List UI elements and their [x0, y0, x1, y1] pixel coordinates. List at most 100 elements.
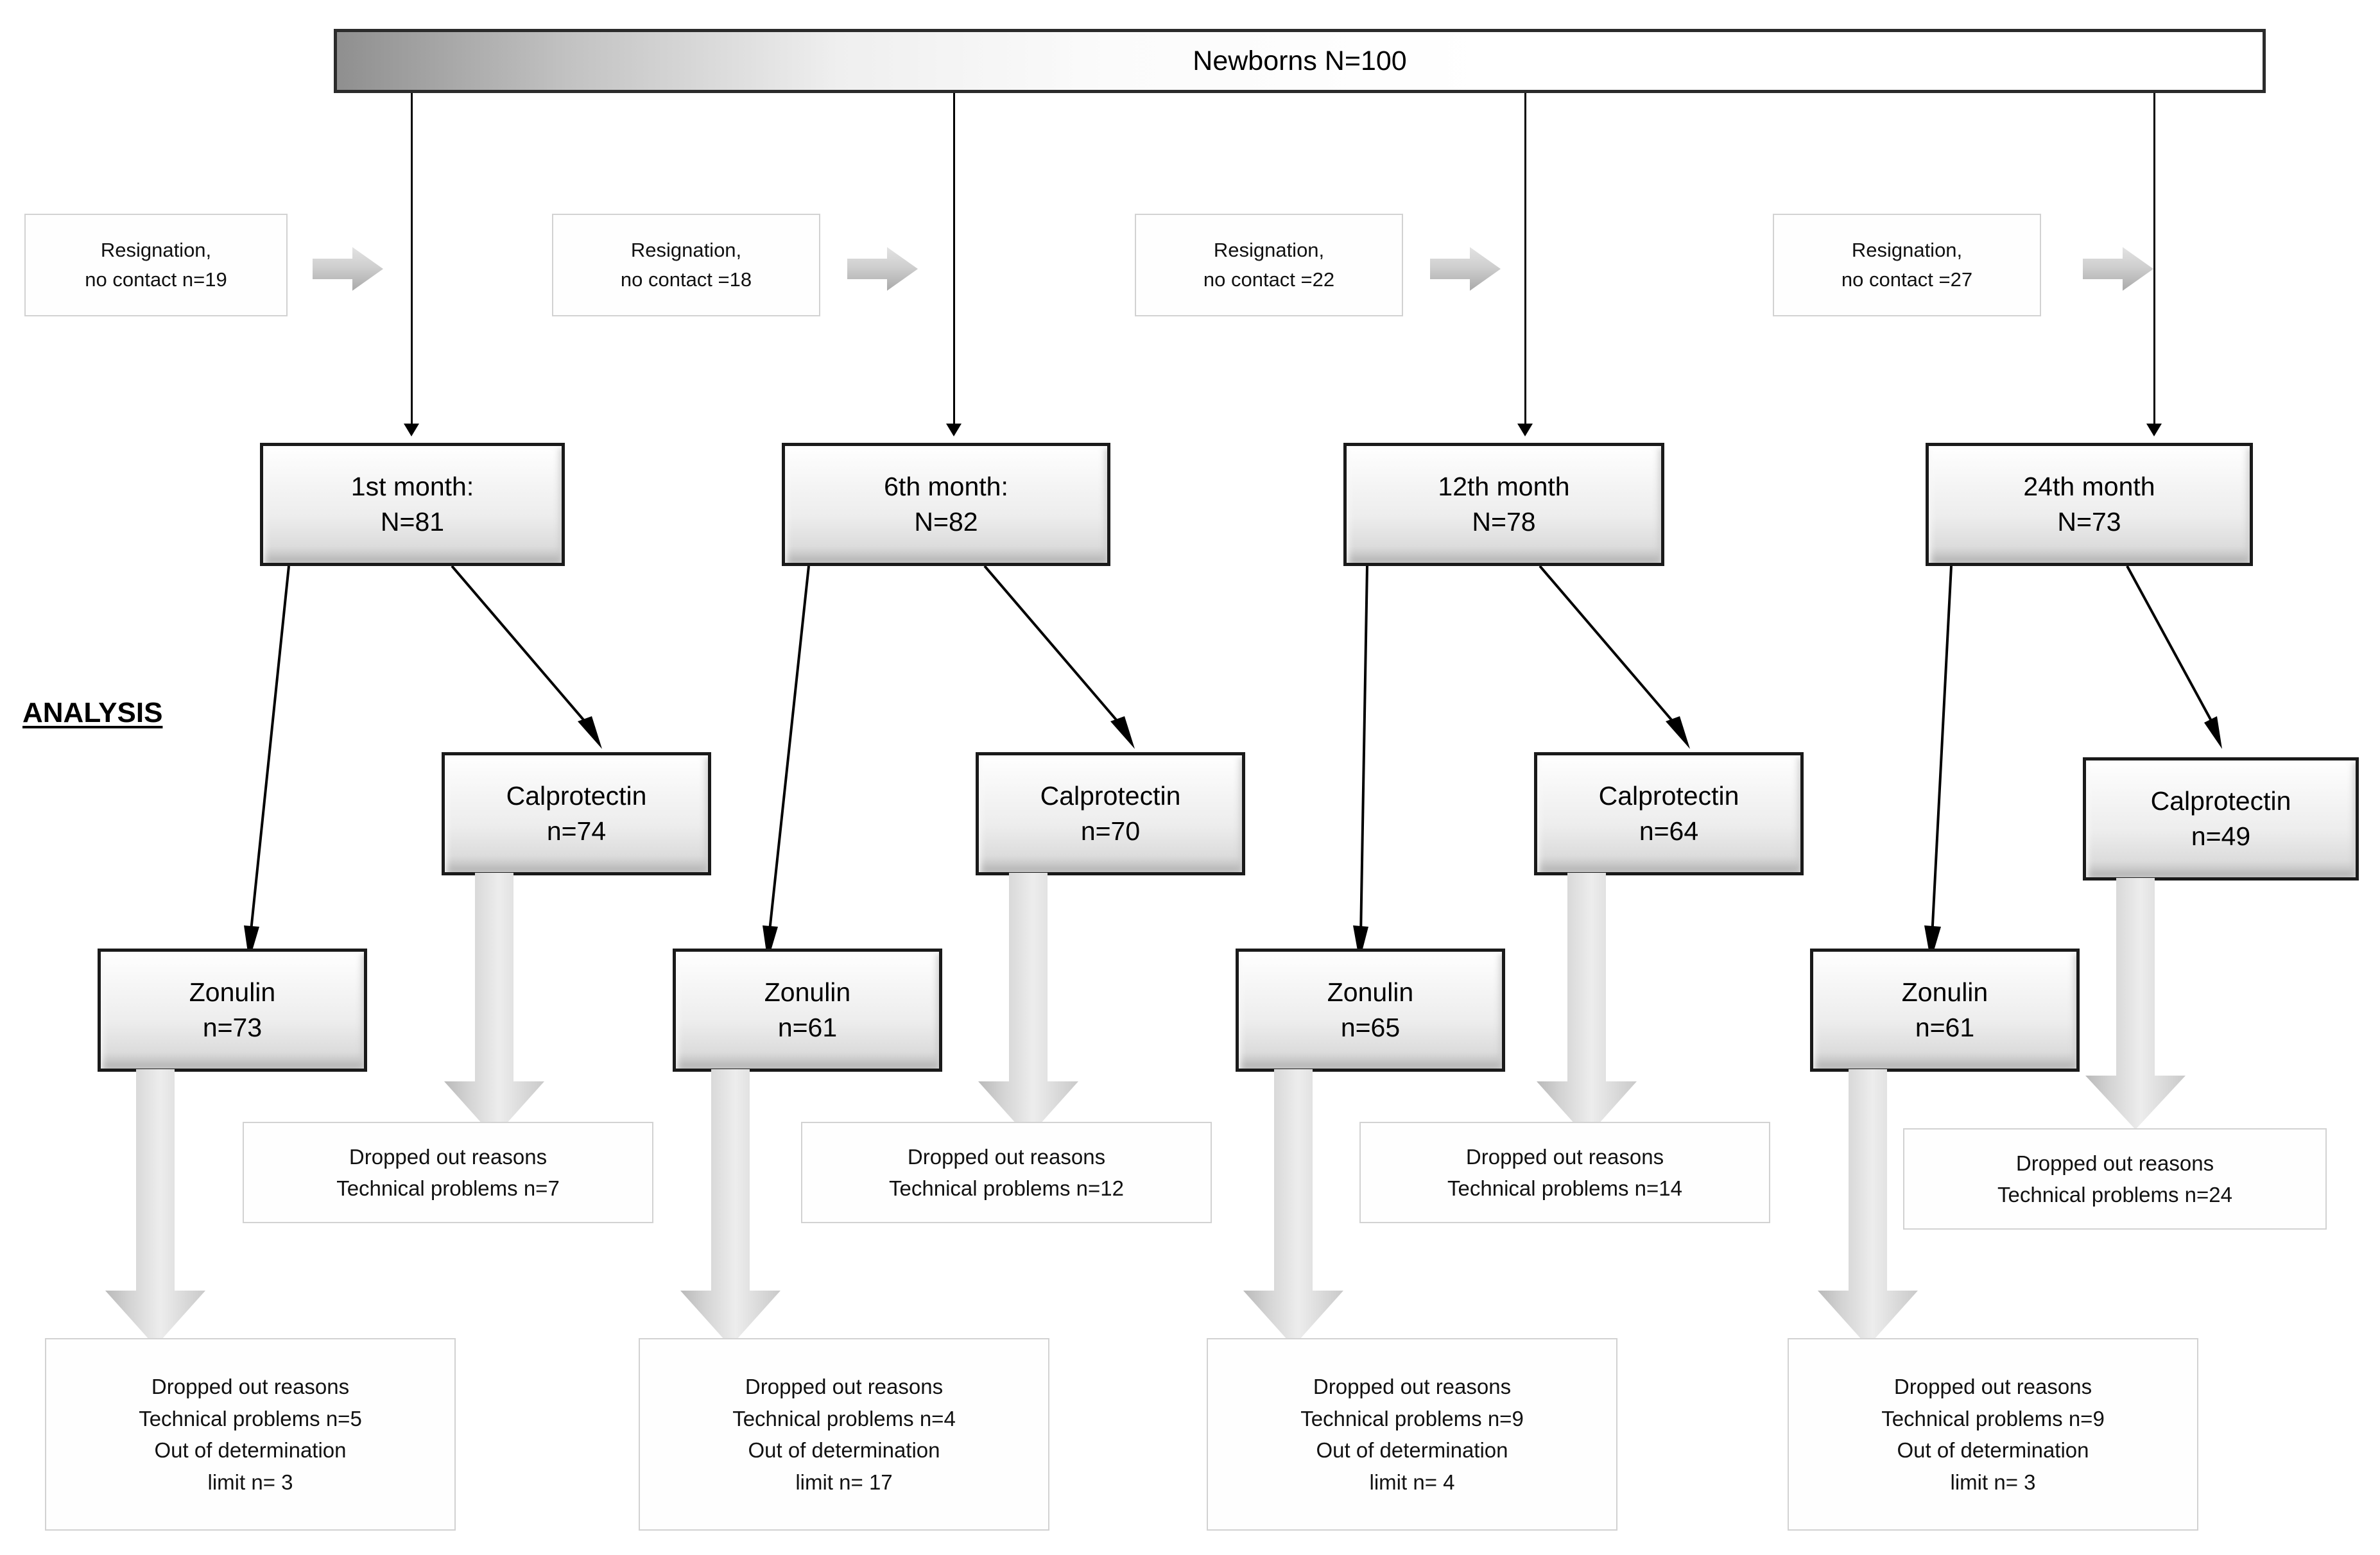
calprotectin-dropout-note-2-line1: Dropped out reasons	[907, 1144, 1106, 1169]
calprotectin-node-2: Calprotectin n=70	[976, 752, 1245, 875]
timepoint-node-4-line1: 24th month	[2023, 472, 2155, 502]
calprotectin-dropout-note-4: Dropped out reasons Technical problems n…	[1903, 1128, 2327, 1230]
calprotectin-dropout-note-4-line1: Dropped out reasons	[2015, 1151, 2214, 1175]
timepoint-node-3: 12th month N=78	[1343, 443, 1664, 566]
block-arrow-calprotectin-dropout-2	[978, 873, 1078, 1137]
calprotectin-node-1: Calprotectin n=74	[442, 752, 711, 875]
calprotectin-node-4-line1: Calprotectin	[2150, 786, 2291, 816]
zonulin-node-2-line1: Zonulin	[764, 977, 851, 1008]
calprotectin-node-3-line1: Calprotectin	[1598, 781, 1739, 811]
calprotectin-dropout-note-3: Dropped out reasons Technical problems n…	[1359, 1122, 1770, 1223]
connector-month3-to-calprotectin	[1539, 566, 1690, 749]
connector-month4-to-calprotectin	[2126, 566, 2222, 749]
connector-banner-to-month-3	[1524, 93, 1526, 428]
zonulin-dropout-note-2-line2: Technical problems n=4	[732, 1406, 956, 1430]
zonulin-node-4-line2: n=61	[1915, 1013, 1975, 1042]
timepoint-node-2: 6th month: N=82	[782, 443, 1110, 566]
connector-month4-to-zonulin	[1924, 566, 1953, 961]
block-arrow-calprotectin-dropout-1	[444, 873, 544, 1137]
newborns-banner-label: Newborns N=100	[1193, 45, 1407, 76]
zonulin-node-1-line1: Zonulin	[189, 977, 276, 1008]
timepoint-node-1-line1: 1st month:	[350, 472, 474, 502]
zonulin-node-3-line1: Zonulin	[1327, 977, 1414, 1008]
block-arrow-calprotectin-dropout-4	[2085, 878, 2186, 1130]
zonulin-dropout-note-3-line3: Out of determination	[1316, 1438, 1508, 1462]
calprotectin-dropout-note-2-line2: Technical problems n=12	[889, 1176, 1124, 1200]
zonulin-node-4-line1: Zonulin	[1901, 977, 1988, 1008]
connector-month3-to-zonulin	[1353, 566, 1368, 961]
calprotectin-node-3-line2: n=64	[1639, 816, 1699, 846]
calprotectin-node-3: Calprotectin n=64	[1534, 752, 1804, 875]
connector-month1-to-zonulin	[244, 566, 290, 961]
connector-banner-to-month-2	[953, 93, 955, 428]
resignation-note-1-line2: no contact n=19	[85, 268, 227, 291]
zonulin-dropout-note-4: Dropped out reasons Technical problems n…	[1788, 1338, 2198, 1531]
zonulin-node-3-line2: n=65	[1340, 1013, 1401, 1042]
zonulin-dropout-note-4-line2: Technical problems n=9	[1881, 1406, 2105, 1430]
block-arrow-calprotectin-dropout-3	[1537, 873, 1637, 1137]
zonulin-dropout-note-2-line1: Dropped out reasons	[745, 1375, 944, 1398]
resignation-note-2-line1: Resignation,	[630, 238, 742, 261]
zonulin-node-1: Zonulin n=73	[98, 949, 367, 1072]
zonulin-dropout-note-1-line1: Dropped out reasons	[151, 1375, 350, 1398]
calprotectin-dropout-note-4-line2: Technical problems n=24	[1997, 1183, 2232, 1207]
newborns-banner: Newborns N=100	[334, 29, 2266, 93]
resignation-note-2: Resignation, no contact =18	[552, 214, 820, 316]
timepoint-node-1-line2: N=81	[380, 507, 445, 537]
zonulin-dropout-note-2: Dropped out reasons Technical problems n…	[639, 1338, 1049, 1531]
connector-banner-to-month-1	[411, 93, 413, 428]
calprotectin-dropout-note-1-line2: Technical problems n=7	[336, 1176, 560, 1200]
resignation-note-2-line2: no contact =18	[620, 268, 752, 291]
calprotectin-node-4: Calprotectin n=49	[2083, 757, 2359, 881]
timepoint-node-4: 24th month N=73	[1926, 443, 2253, 566]
timepoint-node-4-line2: N=73	[2057, 507, 2121, 537]
timepoint-node-2-line2: N=82	[914, 507, 978, 537]
gray-arrow-right-3	[1430, 247, 1501, 291]
arrowhead-month-1	[404, 424, 419, 436]
calprotectin-node-4-line2: n=49	[2191, 821, 2251, 851]
zonulin-node-3: Zonulin n=65	[1236, 949, 1505, 1072]
zonulin-dropout-note-4-line1: Dropped out reasons	[1893, 1375, 2092, 1398]
connector-month2-to-calprotectin	[983, 566, 1135, 749]
resignation-note-4-line1: Resignation,	[1851, 238, 1963, 261]
resignation-note-4: Resignation, no contact =27	[1773, 214, 2041, 316]
zonulin-dropout-note-1-line2: Technical problems n=5	[139, 1406, 362, 1430]
connector-banner-to-month-4	[2153, 93, 2155, 428]
zonulin-dropout-note-4-line3: Out of determination	[1897, 1438, 2089, 1462]
resignation-note-3: Resignation, no contact =22	[1135, 214, 1403, 316]
timepoint-node-3-line2: N=78	[1472, 507, 1536, 537]
zonulin-node-4: Zonulin n=61	[1810, 949, 2080, 1072]
block-arrow-zonulin-dropout-1	[105, 1069, 205, 1346]
zonulin-dropout-note-1: Dropped out reasons Technical problems n…	[45, 1338, 456, 1531]
zonulin-dropout-note-3-line2: Technical problems n=9	[1300, 1406, 1524, 1430]
calprotectin-dropout-note-1: Dropped out reasons Technical problems n…	[243, 1122, 653, 1223]
zonulin-node-2: Zonulin n=61	[673, 949, 942, 1072]
arrowhead-month-3	[1517, 424, 1533, 436]
zonulin-dropout-note-4-line4: limit n= 3	[1950, 1470, 2036, 1494]
calprotectin-node-2-line1: Calprotectin	[1040, 781, 1181, 811]
zonulin-node-1-line2: n=73	[202, 1013, 263, 1042]
block-arrow-zonulin-dropout-4	[1818, 1069, 1918, 1346]
connector-month1-to-calprotectin	[451, 566, 602, 749]
resignation-note-1-line1: Resignation,	[100, 238, 212, 261]
resignation-note-1: Resignation, no contact n=19	[24, 214, 288, 316]
gray-arrow-right-1	[313, 247, 383, 291]
arrowhead-month-4	[2146, 424, 2162, 436]
calprotectin-dropout-note-1-line1: Dropped out reasons	[349, 1144, 548, 1169]
resignation-note-3-line2: no contact =22	[1203, 268, 1335, 291]
calprotectin-node-1-line1: Calprotectin	[506, 781, 647, 811]
block-arrow-zonulin-dropout-3	[1243, 1069, 1343, 1346]
arrowhead-month-2	[946, 424, 961, 436]
zonulin-dropout-note-1-line3: Out of determination	[154, 1438, 347, 1462]
zonulin-dropout-note-2-line3: Out of determination	[748, 1438, 940, 1462]
zonulin-dropout-note-2-line4: limit n= 17	[795, 1470, 893, 1494]
calprotectin-dropout-note-3-line1: Dropped out reasons	[1465, 1144, 1664, 1169]
calprotectin-node-2-line2: n=70	[1080, 816, 1141, 846]
calprotectin-dropout-note-2: Dropped out reasons Technical problems n…	[801, 1122, 1212, 1223]
zonulin-dropout-note-3: Dropped out reasons Technical problems n…	[1207, 1338, 1617, 1531]
block-arrow-zonulin-dropout-2	[680, 1069, 780, 1346]
analysis-label: ANALYSIS	[22, 697, 163, 728]
zonulin-dropout-note-3-line1: Dropped out reasons	[1313, 1375, 1512, 1398]
timepoint-node-1: 1st month: N=81	[260, 443, 565, 566]
